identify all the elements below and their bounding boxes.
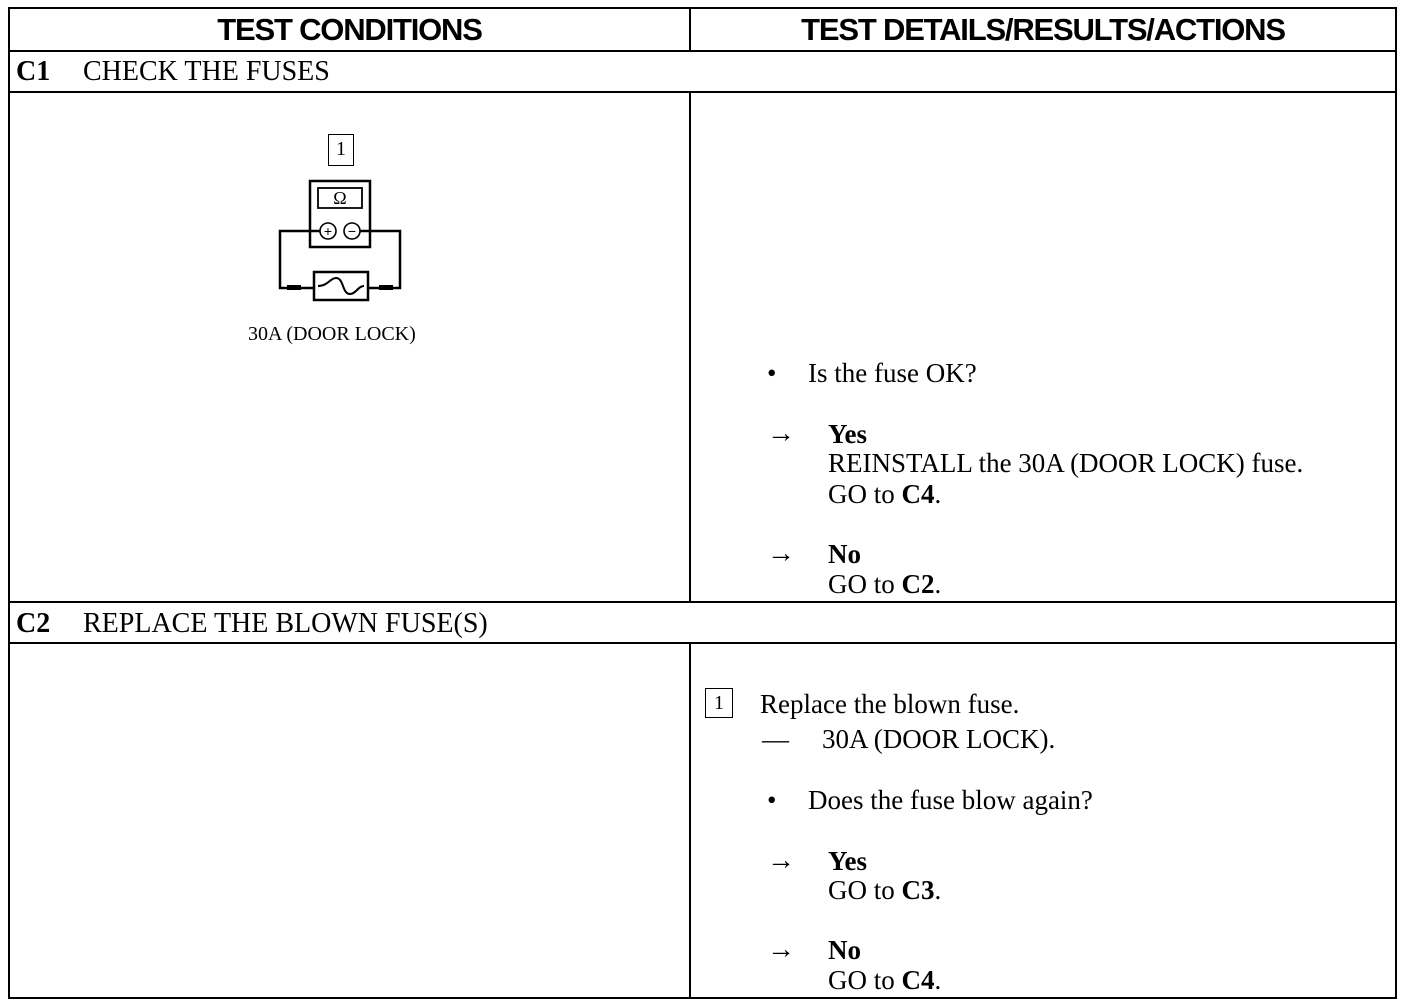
c2-no-goto: GO to C4. bbox=[828, 965, 942, 995]
ohm-symbol: Ω bbox=[333, 188, 346, 208]
c2-yes-goto-target: C3 bbox=[901, 875, 935, 905]
c1-title-bottom-border bbox=[8, 91, 1397, 93]
c2-step-text: Replace the blown fuse. bbox=[760, 689, 1020, 719]
c1-yes-action: REINSTALL the 30A (DOOR LOCK) fuse. bbox=[828, 448, 1304, 478]
c2-yes-label: Yes bbox=[828, 846, 867, 876]
c2-dash: — bbox=[762, 724, 789, 754]
svg-text:+: + bbox=[324, 223, 332, 239]
c2-yes-arrow: → bbox=[767, 845, 795, 876]
ohmmeter-display bbox=[317, 187, 363, 209]
c1-question-bullet: • bbox=[767, 358, 777, 388]
c2-title-bottom-border bbox=[8, 642, 1397, 644]
c2-yes-goto: GO to C3. bbox=[828, 875, 942, 905]
header-test-details: TEST DETAILS/RESULTS/ACTIONS bbox=[801, 12, 1286, 47]
c1-yes-label: Yes bbox=[828, 419, 867, 449]
c1-bottom-border bbox=[8, 601, 1397, 603]
c2-no-goto-target: C4 bbox=[901, 965, 935, 995]
c1-question: Is the fuse OK? bbox=[808, 358, 977, 388]
header-test-conditions: TEST CONDITIONS bbox=[217, 12, 483, 47]
c1-no-goto-target: C2 bbox=[901, 569, 935, 599]
c1-yes-goto-target: C4 bbox=[901, 479, 935, 509]
header-divider bbox=[689, 7, 691, 52]
c2-no-arrow: → bbox=[767, 934, 795, 965]
table-left-border bbox=[8, 7, 10, 999]
c2-column-divider bbox=[689, 642, 691, 999]
c2-no-label: No bbox=[828, 935, 861, 965]
c1-column-divider bbox=[689, 91, 691, 603]
c2-title: REPLACE THE BLOWN FUSE(S) bbox=[83, 608, 488, 639]
c2-section-title: C2 REPLACE THE BLOWN FUSE(S) bbox=[16, 608, 488, 640]
c2-question-bullet: • bbox=[767, 785, 777, 815]
c1-no-label: No bbox=[828, 539, 861, 569]
table-bottom-border bbox=[8, 997, 1397, 999]
c2-code: C2 bbox=[16, 608, 51, 639]
c1-yes-goto: GO to C4. bbox=[828, 479, 942, 509]
table-top-border bbox=[8, 7, 1397, 9]
c1-no-arrow: → bbox=[767, 538, 795, 569]
svg-text:−: − bbox=[348, 223, 356, 239]
c1-section-title: C1 CHECK THE FUSES bbox=[16, 56, 330, 88]
header-bottom-border bbox=[8, 50, 1397, 52]
c1-code: C1 bbox=[16, 56, 51, 87]
c2-step-box: 1 bbox=[705, 688, 733, 718]
c1-figure-step-box: 1 bbox=[328, 134, 354, 166]
c1-no-goto: GO to C2. bbox=[828, 569, 942, 599]
c1-yes-arrow: → bbox=[767, 418, 795, 449]
table-right-border bbox=[1395, 7, 1397, 999]
c1-figure-caption: 30A (DOOR LOCK) bbox=[248, 323, 416, 345]
c2-question: Does the fuse blow again? bbox=[808, 785, 1093, 815]
fuse-element bbox=[317, 276, 365, 296]
ohmmeter-fuse-diagram: Ω + − bbox=[278, 179, 402, 302]
c1-title: CHECK THE FUSES bbox=[83, 56, 330, 87]
c2-sub-item: 30A (DOOR LOCK). bbox=[822, 724, 1056, 754]
